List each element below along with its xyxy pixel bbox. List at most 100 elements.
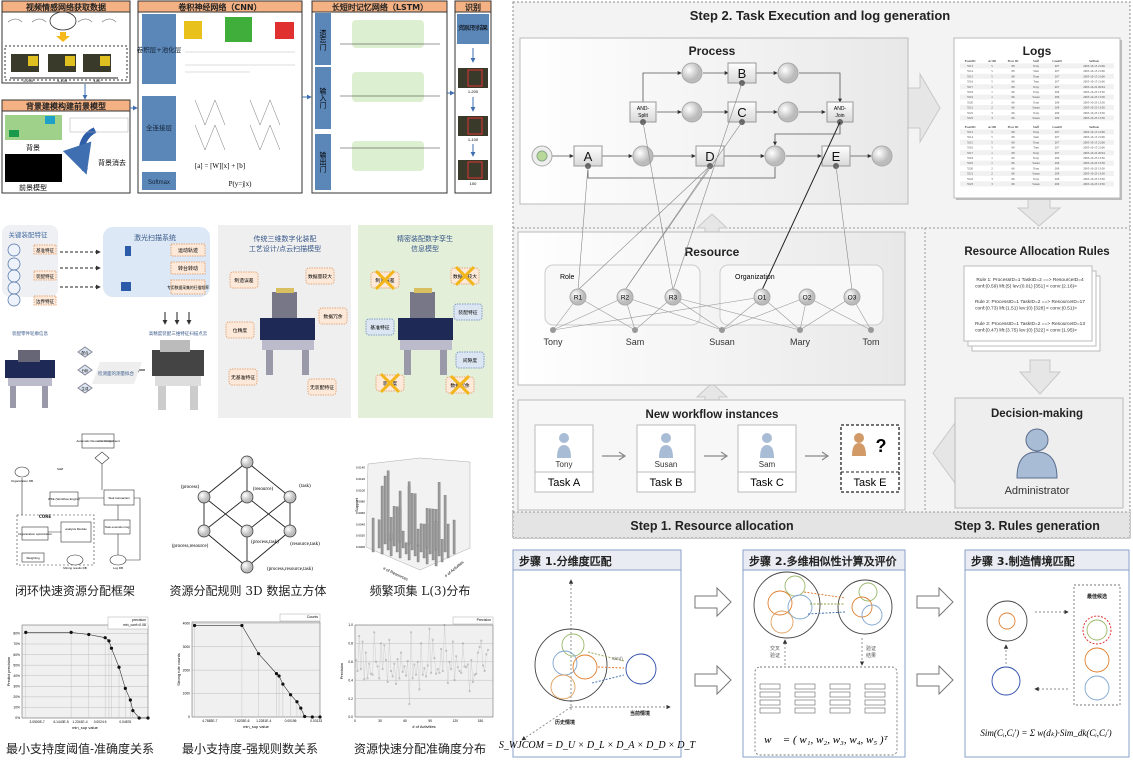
formula-weight-vector: w⃗ = ( w₁, w₂, w₃, w₄, w₅ )ᵀ	[764, 734, 888, 746]
support-bar	[392, 506, 396, 547]
person-icon	[854, 433, 864, 443]
data-point	[435, 672, 438, 675]
membership-line	[552, 296, 763, 331]
panel-title: 背景建模构建前景模型	[26, 101, 106, 111]
log-row	[960, 171, 1114, 176]
log-cell: Tony	[1033, 130, 1040, 134]
person-icon-body	[760, 445, 774, 458]
data-point	[410, 631, 412, 634]
data-point	[463, 665, 466, 668]
y-tick-label: 0.0080	[356, 500, 366, 504]
log-header: SetDate	[1089, 125, 1100, 129]
cross-validation-label: 验证	[770, 652, 780, 659]
log-header: ActID	[988, 59, 997, 63]
assignment-line	[761, 121, 841, 291]
data-point	[256, 652, 261, 656]
data-point	[117, 665, 121, 669]
log-cell: 5521	[967, 172, 974, 176]
svg-text:[a] = [W][x] + [b]: [a] = [W][x] + [b]	[195, 162, 245, 170]
log-cell: 5	[991, 74, 993, 78]
task-label: Task B	[649, 477, 682, 489]
y-tick-label: 0.4	[348, 678, 353, 682]
gateway-label: AND-	[637, 106, 650, 112]
feature-label: 装配特征	[36, 273, 54, 280]
formula-s-wjcom: S_WJCOM = D_U × D_L × D_A × D_D × D_T	[499, 740, 697, 751]
data-point	[428, 627, 431, 630]
y-tick-label: 0.0140	[356, 466, 366, 470]
data-point	[443, 624, 446, 626]
log-cell: Tony	[1033, 156, 1040, 160]
data-point	[131, 709, 135, 713]
plot-area	[191, 621, 321, 718]
data-point	[381, 668, 384, 671]
step-header	[742, 549, 906, 571]
data-point	[405, 674, 407, 677]
feature-label: 基准特征	[36, 247, 54, 254]
legend-label: min_conf=0.08	[123, 623, 146, 627]
lattice-label: (process,resource,task)	[267, 567, 313, 572]
y-tick-label: 0.0040	[356, 522, 366, 526]
data-point	[460, 671, 463, 674]
l3-support-3d-chart: Support # of Resources # of Activities 0…	[354, 457, 471, 582]
log-cell: 207	[1055, 140, 1060, 144]
panel-title: 识别	[465, 2, 481, 12]
person-node-icon	[632, 327, 638, 333]
log-row	[960, 139, 1114, 145]
data-point	[430, 671, 433, 674]
log-cell: Tom	[1033, 80, 1039, 84]
log-row	[960, 68, 1114, 74]
person-icon-body	[659, 445, 673, 458]
log-cell: Susan	[1032, 182, 1040, 186]
y-tick-label: 0%	[15, 716, 20, 720]
assembly-digital-twin: 关键装配特征 基准特征 装配特征 边界特征 激光扫描系统 运动轨迹 转台转动 专…	[2, 225, 493, 418]
log-cell: 209	[1055, 90, 1060, 94]
data-point	[453, 679, 456, 682]
data-point	[446, 682, 449, 684]
log-header: EventID	[965, 125, 976, 129]
hollow-arrows	[694, 586, 954, 696]
data-point	[274, 672, 279, 676]
person-node-icon	[719, 327, 725, 333]
data-point	[485, 653, 488, 656]
data-point	[295, 700, 299, 704]
data-cube-lattice: (process) (resource) (task) (process,res…	[172, 455, 320, 574]
data-point	[456, 666, 459, 669]
assignment-line	[624, 121, 743, 291]
step-panel	[742, 549, 906, 758]
data-point	[137, 716, 141, 720]
y-tick-label: 1000	[183, 692, 191, 696]
resource-node-label: O1	[758, 295, 767, 302]
log-header: Flow ID	[1008, 59, 1019, 63]
data-point	[416, 660, 419, 663]
series-line	[355, 624, 489, 705]
log-header: SetDate	[1089, 59, 1100, 63]
log-cell: 5513	[967, 130, 974, 134]
data-acquisition-panel: 视频情感网络获取数据 1-200 1-100 100	[1, 0, 131, 84]
support-bar	[443, 495, 447, 553]
data-point	[441, 670, 444, 672]
membership-line	[672, 296, 723, 331]
y-tick-label: 50%	[13, 663, 20, 667]
decision-title: Decision-making	[991, 408, 1083, 420]
log-cell: 1	[991, 95, 993, 99]
log-cell: 3	[991, 182, 993, 186]
data-point	[468, 690, 471, 693]
process-title: Process	[689, 44, 736, 58]
support-bar	[428, 508, 432, 555]
log-cell: 2005-10-15 21:06	[1083, 135, 1105, 139]
log-cell: 209	[1055, 166, 1060, 170]
person-icon	[559, 433, 569, 443]
panel-title: 精密装配数字孪生	[397, 234, 453, 243]
x-tick-label: 0	[354, 719, 356, 723]
log-cell: 2005-10-23 13:56	[1083, 111, 1105, 115]
log-cell: 2005-10-15 21:06	[1083, 130, 1105, 134]
data-point	[448, 660, 451, 663]
key-features-title: 关键装配特征	[9, 230, 49, 239]
step-panel	[512, 549, 682, 758]
callout-bubble	[307, 378, 337, 396]
figure-caption: 资源快速分配准确度分布	[354, 741, 486, 756]
log-cell: 66	[1012, 166, 1016, 170]
sim-label: Sim()	[612, 656, 623, 661]
